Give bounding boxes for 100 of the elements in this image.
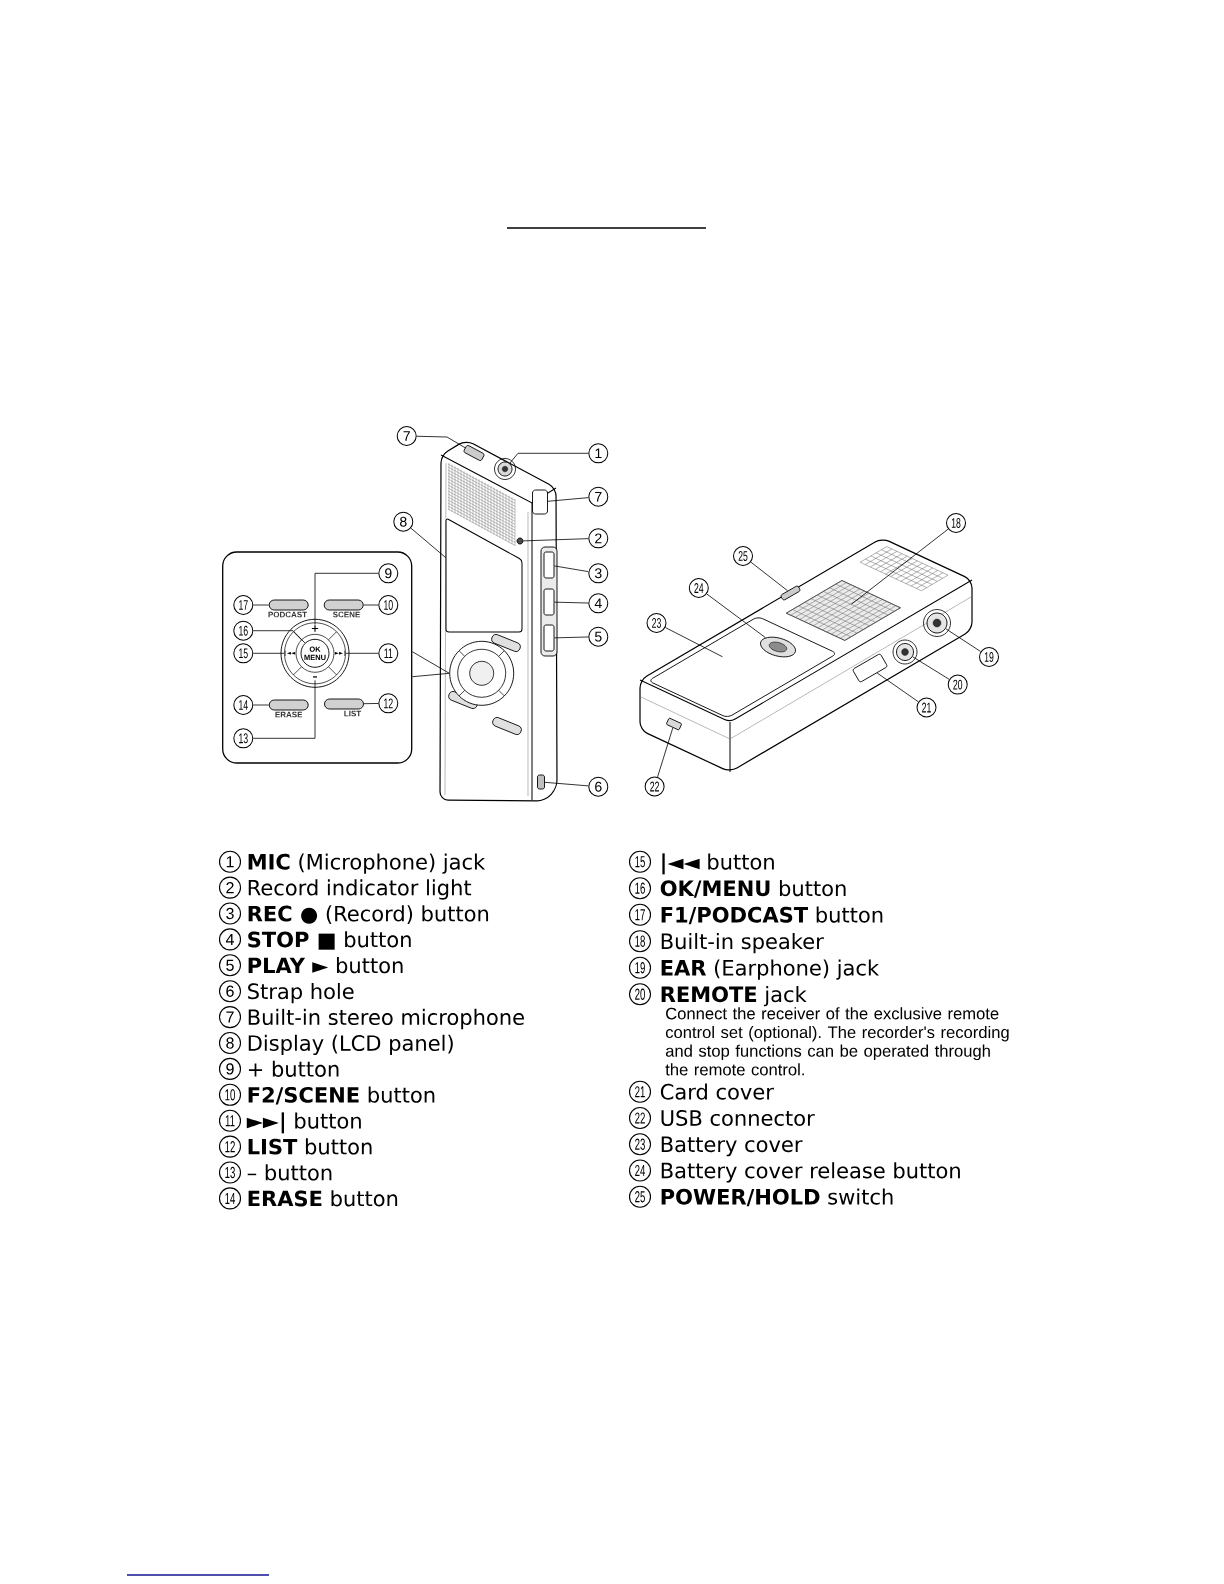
part-name: Record indicator light xyxy=(248,879,472,900)
usb-port xyxy=(666,717,682,731)
plus-sign: + xyxy=(311,625,319,632)
button-label: LIST xyxy=(344,710,362,717)
part-name: ERASE button xyxy=(248,1190,398,1207)
battery-cover xyxy=(650,617,835,717)
circled-number: 21 xyxy=(628,1080,652,1103)
callout-number: 5 xyxy=(588,626,609,647)
callout-number: 6 xyxy=(588,776,609,797)
leader-line xyxy=(509,452,589,464)
side-button xyxy=(543,624,555,652)
leader-line xyxy=(252,704,270,706)
leader-line xyxy=(410,527,447,559)
description-text: Connect the receiver of the exclusive remote control set (optional). The recorder's recording and stop functions can be operated through the remote control. xyxy=(665,1007,1009,1076)
leader-line xyxy=(554,636,589,639)
strap-hole xyxy=(537,774,545,790)
part-name: Battery cover release button xyxy=(661,1162,960,1183)
part-name: Strap hole xyxy=(248,982,354,1004)
circled-number: 1 xyxy=(218,850,242,873)
circled-number: 8 xyxy=(218,1031,242,1055)
callout-number: 17 xyxy=(233,595,254,615)
circled-number: 3 xyxy=(218,902,242,925)
button-label: ERASE xyxy=(275,711,303,718)
callout-number: 12 xyxy=(378,693,399,714)
circled-number: 4 xyxy=(218,928,242,951)
leader-line xyxy=(523,538,589,542)
part-name: OK/MENU button xyxy=(660,879,846,898)
microphone-jack xyxy=(494,458,516,480)
callout-number: 21 xyxy=(916,697,937,718)
leader-line xyxy=(252,680,316,739)
callout-number: 24 xyxy=(688,578,709,598)
part-name: ►►| button xyxy=(246,1112,361,1134)
leader-line xyxy=(252,652,285,654)
circled-number: 7 xyxy=(218,1006,242,1029)
part-name: |◄◄ button xyxy=(662,853,774,875)
leader-line xyxy=(363,703,379,705)
callout-number: 16 xyxy=(233,620,254,641)
button-label: PODCAST xyxy=(268,611,307,618)
part-name: MIC (Microphone) jack xyxy=(248,853,486,874)
zoom-wedge xyxy=(411,651,450,678)
button-label: SCENE xyxy=(332,611,360,618)
circled-number: 16 xyxy=(628,877,652,900)
speaker-grille xyxy=(785,580,901,641)
leader-line xyxy=(345,652,379,654)
callout-number: 10 xyxy=(378,595,399,615)
circled-number: 23 xyxy=(628,1133,652,1156)
leader-line xyxy=(665,627,723,658)
slide-switch xyxy=(780,585,801,601)
callout-number: 3 xyxy=(588,563,609,584)
side-button xyxy=(543,551,555,579)
circled-number: 14 xyxy=(218,1187,242,1210)
circled-number: 18 xyxy=(628,930,652,953)
leader-line xyxy=(252,604,270,606)
callout-number: 22 xyxy=(644,776,665,797)
circled-number: 22 xyxy=(628,1106,652,1129)
leader-line xyxy=(657,727,674,778)
leader-line xyxy=(554,565,589,573)
leader-line xyxy=(554,601,589,604)
leader-line xyxy=(750,561,788,592)
leader-line xyxy=(544,781,589,787)
circled-number: 13 xyxy=(218,1161,242,1184)
circled-number: 11 xyxy=(218,1109,242,1132)
callout-number: 9 xyxy=(378,563,399,584)
part-name: Built-in speaker xyxy=(661,932,824,954)
part-name: F1/PODCAST button xyxy=(661,906,883,925)
circled-number: 24 xyxy=(628,1159,652,1182)
leader-line xyxy=(851,528,949,605)
leader-line xyxy=(706,593,766,639)
callout-number: 14 xyxy=(233,695,254,715)
part-name: PLAY ► button xyxy=(248,957,403,974)
circled-number: 25 xyxy=(628,1185,652,1208)
circled-number: 19 xyxy=(628,956,652,979)
part-name: Card cover xyxy=(660,1083,774,1100)
leader-line xyxy=(314,572,379,626)
display-panel xyxy=(445,518,523,633)
part-name: STOP ■ button xyxy=(248,931,411,950)
callout-number: 20 xyxy=(947,674,968,695)
leader-line xyxy=(912,656,950,680)
part-name: REC ● (Record) button xyxy=(248,905,489,924)
part-name: + button xyxy=(248,1060,339,1077)
part-name: EAR (Earphone) jack xyxy=(661,959,880,980)
callout-number: 25 xyxy=(733,546,753,566)
callout-number: 2 xyxy=(588,528,609,549)
circled-number: 15 xyxy=(628,850,652,873)
part-name: USB connector xyxy=(661,1110,815,1126)
leader-line xyxy=(547,497,589,502)
callout-number: 13 xyxy=(233,728,254,749)
callout-number: 18 xyxy=(946,513,966,533)
circled-number: 12 xyxy=(218,1135,242,1158)
leader-line xyxy=(876,672,919,703)
leader-line xyxy=(416,435,466,449)
circled-number: 9 xyxy=(218,1057,242,1080)
leader-line xyxy=(945,628,982,652)
side-button xyxy=(543,588,555,616)
part-name: LIST button xyxy=(248,1138,372,1155)
callout-number: 19 xyxy=(979,647,999,667)
circled-number: 6 xyxy=(218,980,242,1003)
indicator-light xyxy=(516,537,524,545)
part-name: F2/SCENE button xyxy=(248,1086,435,1105)
card-cover xyxy=(852,653,888,683)
